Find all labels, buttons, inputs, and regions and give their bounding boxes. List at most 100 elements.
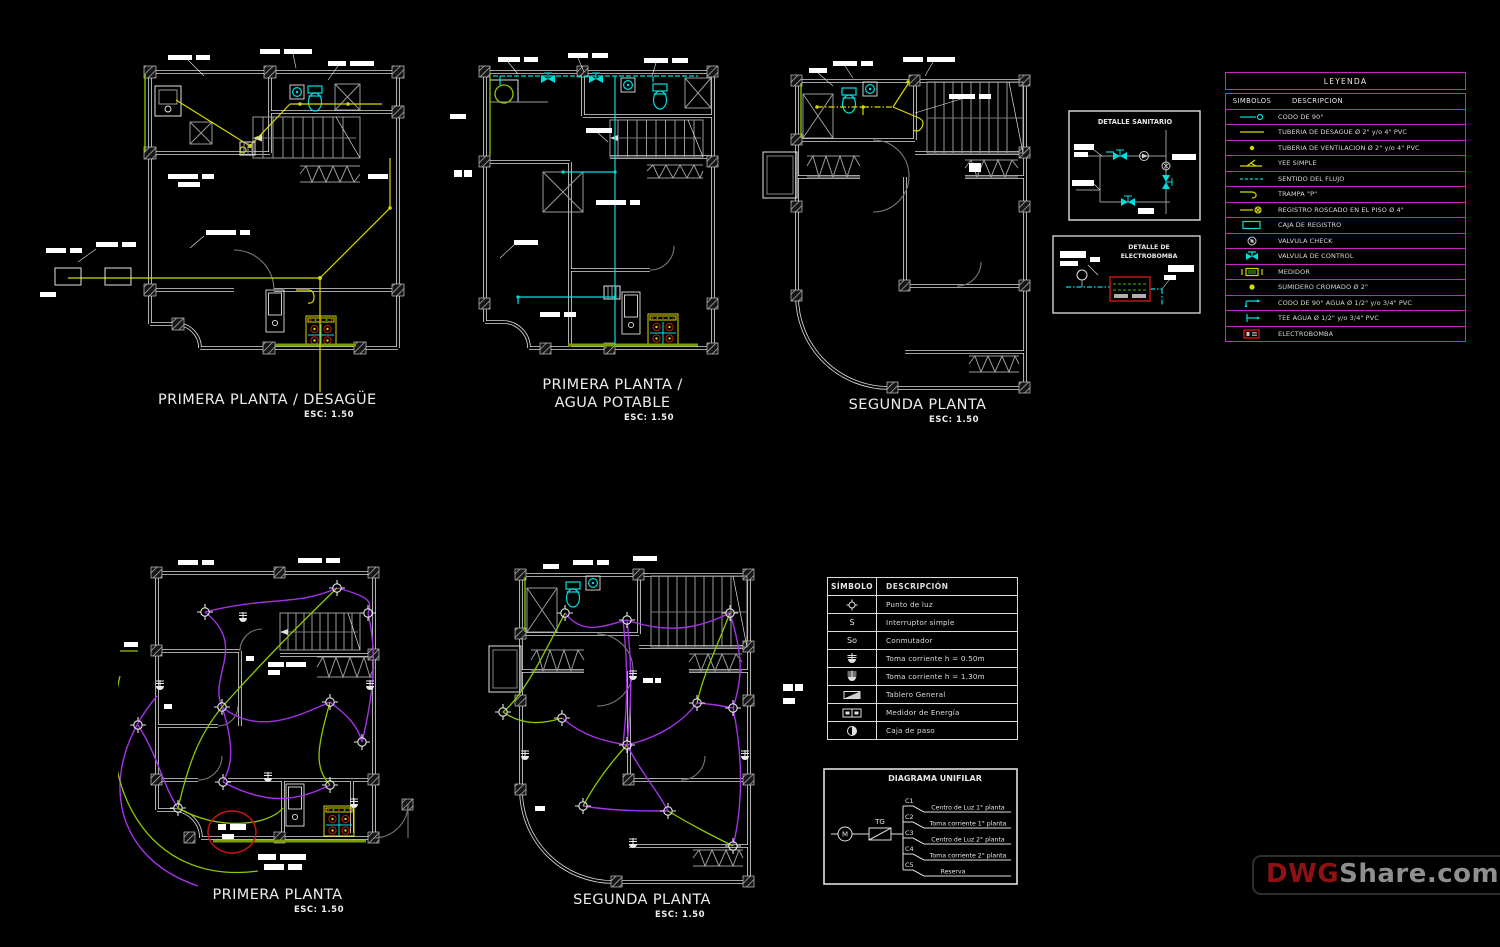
walls bbox=[795, 79, 1027, 390]
plan3-title: SEGUNDA PLANTA bbox=[848, 397, 987, 413]
unifilar-title: DIAGRAMA UNIFILAR bbox=[888, 774, 982, 783]
plan1-title-block: PRIMERA PLANTA / DESAGÜE ESC: 1.50 bbox=[158, 391, 377, 420]
suction-pipe bbox=[1066, 286, 1163, 305]
check-circle bbox=[1076, 269, 1088, 281]
shower-box bbox=[334, 83, 361, 111]
diagrama-unifilar: DIAGRAMA UNIFILAR M TG C1 C2 C3 C4 C5 Ce… bbox=[823, 768, 1018, 885]
legend-desc: SENTIDO DEL FLUJO bbox=[1278, 174, 1345, 183]
table-row: S Interruptor simple bbox=[828, 613, 1017, 631]
toilet-icon bbox=[307, 85, 323, 112]
legend-row: TUBERIA DE VENTILACION Ø 2" y/o 4" PVC bbox=[1226, 139, 1465, 156]
registro-roscado-icon bbox=[1226, 205, 1278, 215]
unifilar-lines bbox=[831, 805, 1011, 877]
plan1-title: PRIMERA PLANTA / DESAGÜE bbox=[158, 392, 377, 408]
labels bbox=[1060, 251, 1194, 290]
columns bbox=[150, 566, 414, 844]
door-arcs bbox=[596, 633, 706, 781]
closet-rail bbox=[646, 163, 704, 180]
circuit-label: Centro de Luz 1° planta bbox=[931, 804, 1005, 812]
closet-rail bbox=[299, 164, 361, 184]
circuit-label: Toma corriente 2° planta bbox=[929, 852, 1007, 860]
yee-simple-icon bbox=[1226, 158, 1278, 168]
columns bbox=[514, 568, 755, 888]
door-arc bbox=[233, 249, 275, 291]
stairs bbox=[279, 612, 361, 651]
punto-luz-icon bbox=[828, 596, 877, 613]
columns bbox=[790, 74, 1031, 394]
plan5-scale: ESC: 1.50 bbox=[655, 910, 705, 921]
walls bbox=[148, 70, 400, 350]
closet-x-box bbox=[526, 587, 558, 633]
toma-050-icon bbox=[828, 650, 877, 667]
valvula-check-icon bbox=[1139, 151, 1149, 161]
circuit-code: C4 bbox=[905, 845, 914, 853]
drain-pipes bbox=[68, 99, 392, 392]
tuberia-desague-icon bbox=[1226, 127, 1278, 137]
legend-desc: CODO DE 90° bbox=[1278, 112, 1324, 121]
table-row: Toma corriente h = 1.30m bbox=[828, 667, 1017, 685]
legend-desc: TUBERIA DE VENTILACION Ø 2" y/o 4" PVC bbox=[1278, 143, 1420, 152]
legend-desc: CAJA DE REGISTRO bbox=[1278, 221, 1342, 230]
columns bbox=[478, 65, 719, 355]
wires-purple bbox=[119, 587, 375, 887]
circuit-code: C1 bbox=[905, 797, 914, 805]
lavatory-icon bbox=[620, 77, 636, 93]
labels bbox=[450, 53, 688, 317]
legend-panel: LEYENDA SIMBOLOS DESCRIPCION CODO DE 90°… bbox=[1225, 72, 1466, 342]
plan4-title-block: PRIMERA PLANTA ESC: 1.50 bbox=[195, 886, 360, 915]
legend-row: TRAMPA "P" bbox=[1226, 186, 1465, 202]
lavatory-icon bbox=[862, 81, 878, 97]
detalle-electrobomba-title-1: DETALLE DE bbox=[1128, 244, 1170, 251]
water-pipes bbox=[493, 72, 698, 345]
legend-desc: TRAMPA "P" bbox=[1278, 190, 1318, 199]
legend-title: LEYENDA bbox=[1225, 72, 1466, 90]
table-cell: Caja de paso bbox=[886, 726, 935, 735]
legend-row: CAJA DE REGISTRO bbox=[1226, 217, 1465, 233]
kitchen-sink-top bbox=[154, 85, 182, 117]
labels bbox=[1072, 144, 1196, 214]
kitchen-sink-icon bbox=[621, 291, 641, 335]
toilet-icon bbox=[652, 83, 668, 110]
plan-primera-planta-desague bbox=[40, 49, 405, 392]
plan4-title: PRIMERA PLANTA bbox=[212, 887, 343, 903]
duct-x-box bbox=[189, 121, 213, 145]
stove-icon bbox=[647, 313, 679, 345]
table-row: Medidor de Energía bbox=[828, 703, 1017, 721]
table-row: Punto de luz bbox=[828, 595, 1017, 613]
valvula-check-icon bbox=[1226, 236, 1278, 246]
legend-row: SENTIDO DEL FLUJO bbox=[1226, 170, 1465, 187]
legend-desc: VALVULA DE CONTROL bbox=[1278, 252, 1354, 261]
legend-desc: CODO DE 90° AGUA Ø 1/2" y/o 3/4" PVC bbox=[1278, 298, 1413, 307]
table-cell: Punto de luz bbox=[886, 600, 933, 609]
medidor-energia-icon bbox=[828, 704, 877, 721]
legend-desc: ELECTROBOMBA bbox=[1278, 329, 1334, 338]
wires-green bbox=[118, 587, 338, 874]
door-arcs bbox=[872, 139, 982, 287]
door-arcs bbox=[197, 628, 409, 839]
meter-label: M bbox=[842, 831, 848, 839]
drain-pipes bbox=[815, 80, 924, 132]
legend-desc: VALVULA CHECK bbox=[1278, 236, 1333, 245]
tee-agua-icon bbox=[1226, 312, 1278, 324]
columns bbox=[143, 65, 405, 355]
plan3-title-block: SEGUNDA PLANTA ESC: 1.50 bbox=[840, 396, 995, 425]
table-cell: Medidor de Energía bbox=[886, 708, 960, 717]
sumidero-icon bbox=[1226, 282, 1278, 292]
legend-desc: SUMIDERO CROMADO Ø 2" bbox=[1278, 283, 1369, 292]
valvula-icon bbox=[1112, 149, 1128, 161]
plan2-title-line1: PRIMERA PLANTA / bbox=[542, 377, 683, 393]
plan2-title-block: PRIMERA PLANTA / AGUA POTABLE ESC: 1.50 bbox=[535, 376, 690, 423]
legend-row: YEE SIMPLE bbox=[1226, 155, 1465, 171]
plan4-scale: ESC: 1.50 bbox=[294, 905, 344, 916]
table-cell: Toma corriente h = 1.30m bbox=[886, 672, 985, 681]
caja-registro-icon bbox=[1226, 220, 1278, 230]
legend-header-row: SIMBOLOS DESCRIPCION bbox=[1226, 94, 1465, 109]
plan-segunda-planta-electrica bbox=[488, 556, 803, 888]
electrical-col-desc: DESCRIPCIÓN bbox=[886, 582, 949, 591]
legend-desc: TEE AGUA Ø 1/2" y/o 3/4" PVC bbox=[1278, 314, 1379, 323]
plan5-title-block: SEGUNDA PLANTA ESC: 1.50 bbox=[563, 891, 721, 920]
door-arc bbox=[649, 245, 675, 271]
wires-purple bbox=[561, 612, 742, 847]
valvula-icon bbox=[1120, 195, 1136, 207]
